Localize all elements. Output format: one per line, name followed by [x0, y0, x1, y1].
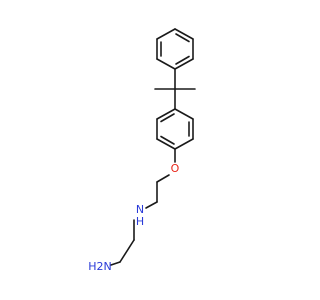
amine-hydrogen-label: H	[136, 215, 144, 228]
terminal-amine-label: H2N	[88, 260, 112, 273]
canvas-background	[0, 0, 300, 300]
ethylenediamine-chain	[110, 219, 135, 266]
phenyl-ring-middle	[156, 108, 194, 150]
molecule-structure: O N H H2N	[0, 0, 300, 300]
gem-dimethyl-carbon	[154, 68, 196, 110]
propyl-ether-chain	[145, 148, 176, 209]
amine-nitrogen-label: N	[136, 203, 144, 216]
phenyl-ring-top	[156, 28, 194, 70]
oxygen-atom-label: O	[171, 162, 180, 175]
